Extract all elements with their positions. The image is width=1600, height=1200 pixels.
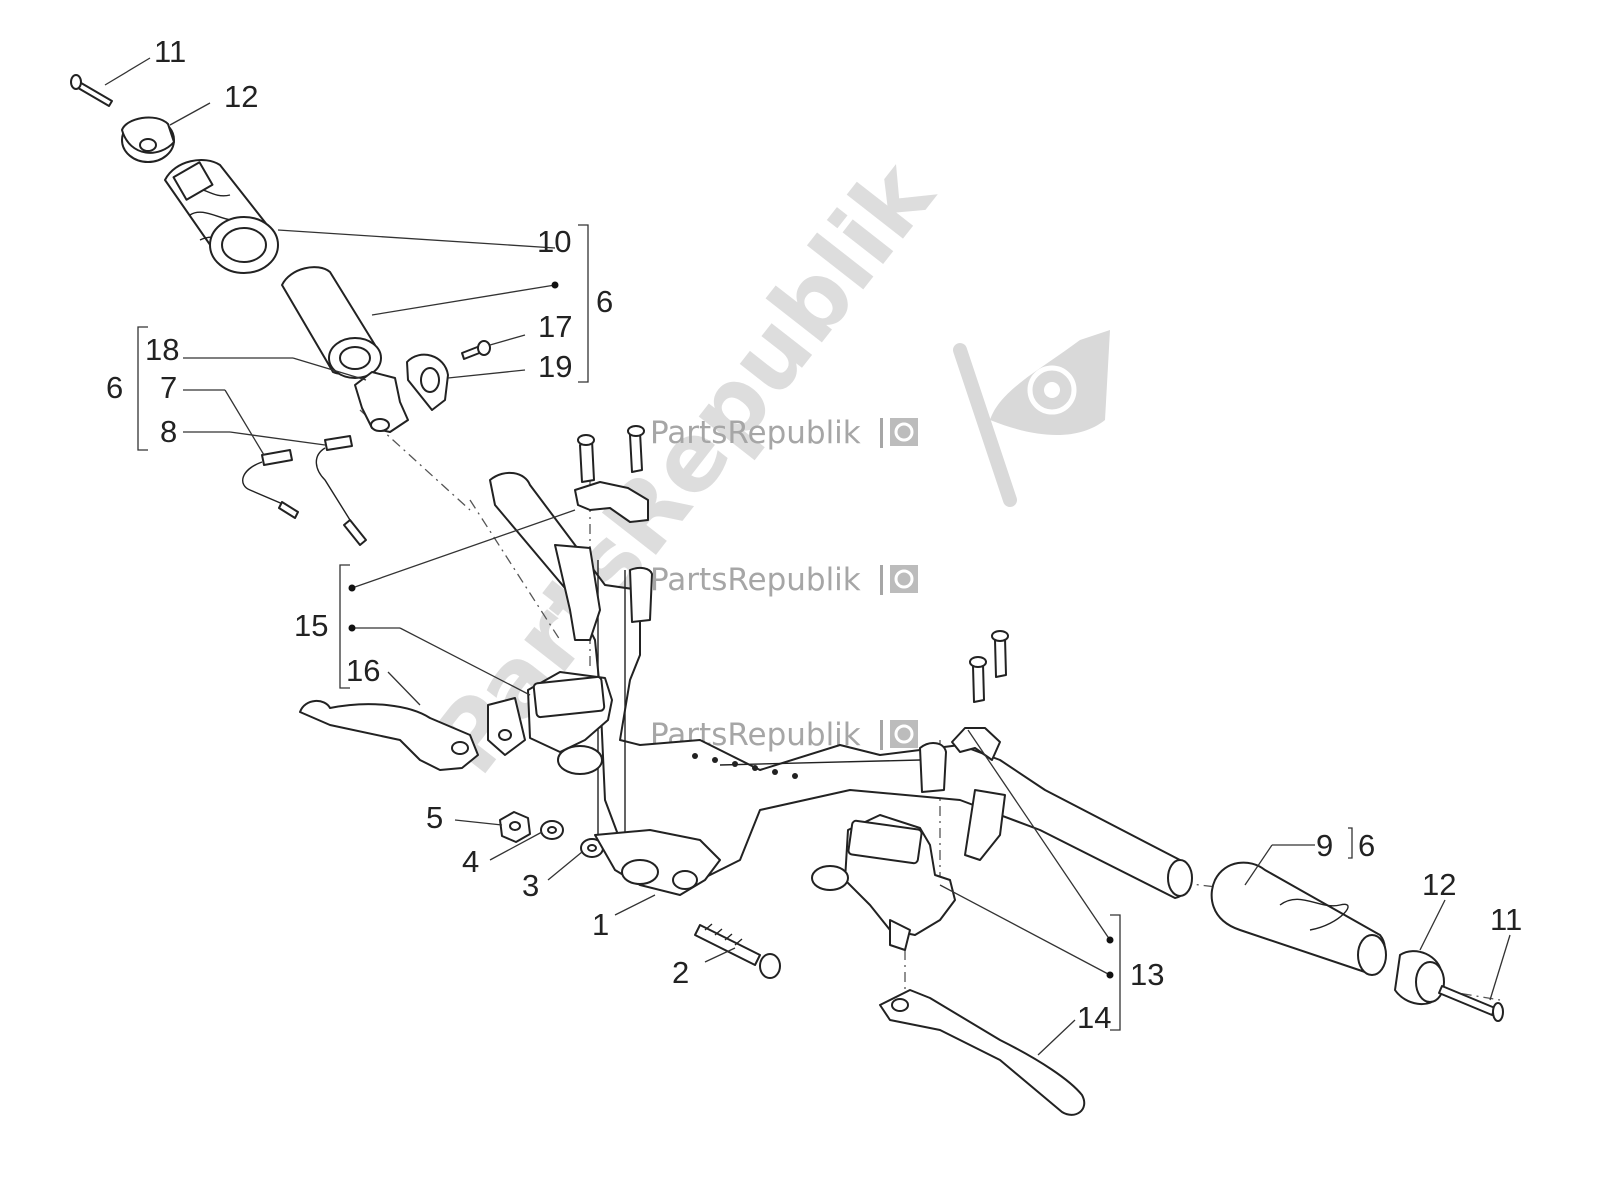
callout-6-top: 6 — [596, 284, 613, 319]
part-11-end-bolt-right — [1438, 985, 1504, 1022]
callout-4: 4 — [462, 844, 479, 879]
callout-1: 1 — [592, 907, 609, 942]
callout-18: 18 — [145, 332, 179, 367]
part-13-clamp-right — [951, 727, 1006, 861]
part-7-cable — [242, 449, 299, 519]
part-12-bar-end-weight-right — [1394, 950, 1445, 1005]
callout-7: 7 — [160, 370, 177, 405]
watermark-logo-icon — [953, 330, 1110, 507]
part-16-brake-lever-left — [299, 700, 479, 771]
part-1-lower-clamp — [594, 829, 721, 896]
callout-5: 5 — [426, 800, 443, 835]
callout-13: 13 — [1130, 957, 1164, 992]
watermark-diagonal-text: PartsRepublik — [412, 141, 956, 794]
callout-14: 14 — [1077, 1000, 1111, 1035]
watermark-text-2: PartsRepublik — [650, 562, 861, 598]
callout-labels: 11 12 10 6 17 19 18 6 7 8 15 16 5 4 3 1 … — [106, 34, 1522, 1035]
gear-icon — [890, 720, 918, 748]
part-2-bolt — [694, 923, 781, 979]
part-clamp-screws-right — [969, 630, 1009, 703]
callout-15: 15 — [294, 608, 328, 643]
callout-8: 8 — [160, 414, 177, 449]
callout-2: 2 — [672, 955, 689, 990]
gear-icon — [890, 565, 918, 593]
callout-17: 17 — [538, 309, 572, 344]
callout-12-right: 12 — [1422, 867, 1456, 902]
part-11-end-bolt-left — [70, 74, 113, 107]
callout-11-top: 11 — [154, 34, 186, 69]
watermark-diagonal: PartsRepublik — [412, 141, 956, 794]
callout-11-right: 11 — [1490, 902, 1522, 937]
part-10-grip-left — [164, 159, 279, 274]
part-12-bar-end-weight-left — [121, 116, 175, 163]
part-19-housing-half — [406, 353, 449, 411]
gear-icon — [890, 418, 918, 446]
watermark-row-1: PartsRepublik — [650, 415, 918, 451]
callout-9: 9 — [1316, 828, 1333, 863]
part-15-clamp-top — [574, 425, 649, 523]
part-14-brake-lever-right — [879, 989, 1086, 1116]
callout-3: 3 — [522, 868, 539, 903]
part-18-throttle-housing — [354, 371, 409, 433]
part-4-washer — [540, 820, 564, 840]
leader-lines — [104, 57, 1511, 1056]
part-mirror-bracket-left — [554, 544, 601, 641]
part-8-cable — [315, 435, 367, 546]
part-master-cylinder-left — [487, 671, 613, 775]
callout-12-top: 12 — [224, 79, 258, 114]
callout-19: 19 — [538, 349, 572, 384]
part-5-nut — [499, 811, 531, 843]
part-throttle-tube — [281, 266, 382, 379]
group-brackets — [137, 224, 1353, 1031]
part-17-screw — [461, 340, 491, 360]
watermark-text-1: PartsRepublik — [650, 415, 861, 451]
callout-16: 16 — [346, 653, 380, 688]
callout-6-left: 6 — [106, 370, 123, 405]
callout-6-right: 6 — [1358, 828, 1375, 863]
watermark-row-2: PartsRepublik — [650, 562, 918, 598]
watermark-row-3: PartsRepublik — [650, 717, 918, 753]
callout-10: 10 — [537, 224, 571, 259]
part-master-cylinder-right — [811, 814, 956, 951]
part-9-grip-right — [1210, 861, 1387, 976]
